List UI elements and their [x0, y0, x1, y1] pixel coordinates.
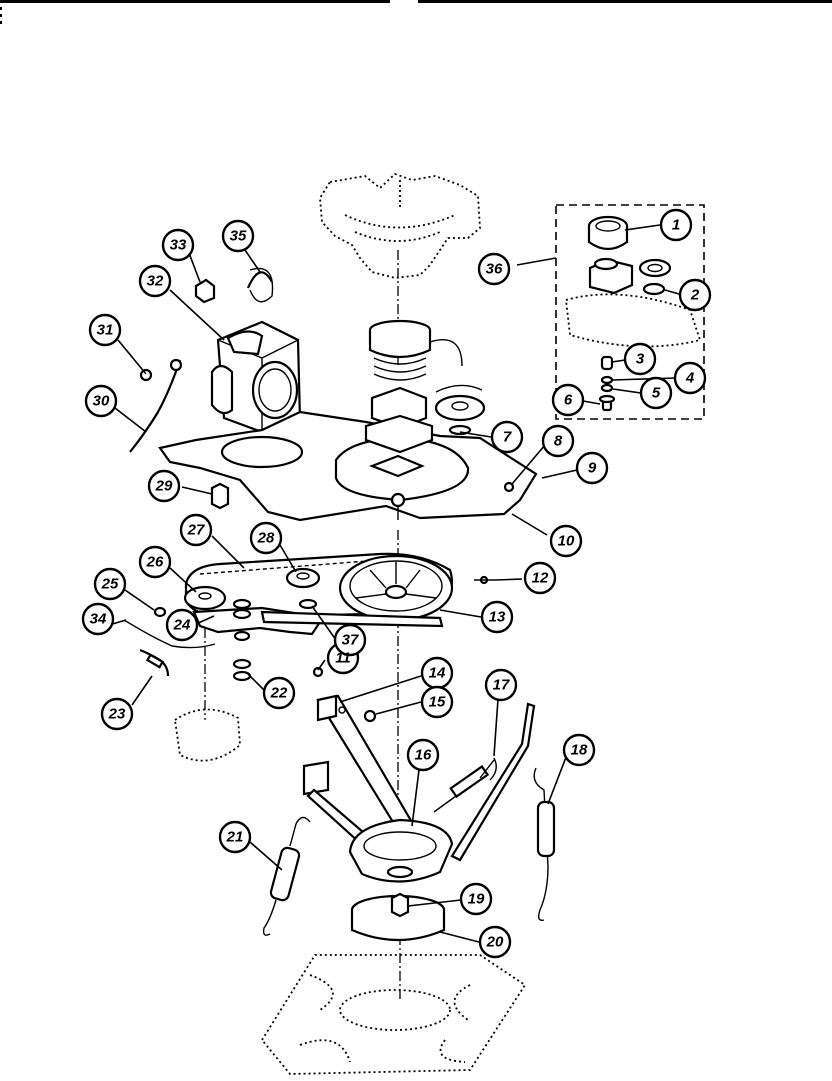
motor-pulley-assembly	[123, 575, 496, 682]
callout-label-23: 23	[108, 706, 126, 723]
callout-label-7: 7	[503, 429, 512, 446]
callout-35	[221, 219, 255, 253]
callout-label-12: 12	[532, 570, 549, 587]
callout-32	[138, 264, 172, 298]
base-plate	[158, 410, 538, 522]
brake-drum	[350, 892, 446, 942]
callout-label-18: 18	[571, 742, 588, 759]
callout-label-33: 33	[170, 237, 187, 254]
callout-label-35: 35	[230, 228, 247, 245]
callout-24	[165, 608, 199, 642]
callout-labels: 1 2 3 4 5 6 7 8 9 10 11 12 13 14 15 16 1…	[90, 217, 700, 951]
top-border	[0, 0, 832, 24]
callout-22	[262, 676, 296, 710]
callout-34	[81, 602, 115, 636]
callout-13	[480, 600, 514, 634]
callout-label-15: 15	[429, 694, 446, 711]
callout-label-20: 20	[486, 934, 504, 951]
callout-18	[562, 733, 596, 767]
callout-label-26: 26	[146, 554, 164, 571]
callouts	[81, 208, 712, 959]
clip-and-clamp	[194, 267, 274, 304]
transmission-housing-outline	[319, 172, 481, 279]
callout-label-37: 37	[342, 632, 359, 649]
callout-label-5: 5	[652, 385, 661, 402]
callout-29	[147, 469, 181, 503]
callout-36	[477, 252, 511, 286]
callout-27	[179, 513, 213, 547]
suspension-frame	[302, 694, 536, 883]
callout-label-16: 16	[415, 747, 432, 764]
callout-label-11: 11	[335, 650, 351, 667]
callout-7	[490, 420, 524, 454]
callout-30	[84, 384, 118, 418]
callout-21	[218, 820, 252, 854]
callout-5	[639, 376, 673, 410]
callout-37	[333, 623, 367, 657]
callout-20	[478, 925, 512, 959]
callout-label-8: 8	[554, 433, 563, 450]
callout-23	[100, 697, 134, 731]
callout-6	[551, 383, 585, 417]
callout-25	[93, 567, 127, 601]
callout-label-21: 21	[226, 829, 244, 846]
callout-15	[420, 685, 454, 719]
pump-outline	[174, 708, 241, 762]
callout-31	[88, 313, 122, 347]
kit-box	[555, 204, 705, 420]
callout-label-10: 10	[558, 533, 575, 550]
standoff	[210, 482, 230, 510]
callout-label-6: 6	[564, 392, 573, 409]
callout-label-24: 24	[173, 617, 191, 634]
callout-label-36: 36	[486, 261, 503, 278]
leader-lines	[108, 224, 680, 943]
callout-1	[659, 208, 693, 242]
callout-12	[523, 561, 557, 595]
callout-label-1: 1	[672, 217, 680, 234]
callout-label-19: 19	[468, 891, 485, 908]
callout-label-32: 32	[147, 273, 164, 290]
callout-label-22: 22	[270, 685, 288, 702]
callout-label-25: 25	[101, 576, 119, 593]
callout-2	[678, 278, 712, 312]
callout-label-13: 13	[489, 609, 506, 626]
transmission-pulley	[338, 554, 454, 622]
springs	[262, 757, 556, 936]
callout-26	[138, 545, 172, 579]
callout-label-3: 3	[636, 351, 645, 368]
transmission-parts	[364, 319, 486, 454]
callout-28	[249, 521, 283, 555]
callout-9	[575, 451, 609, 485]
callout-19	[459, 882, 493, 916]
motor	[210, 320, 302, 450]
callout-label-30: 30	[93, 393, 110, 410]
callout-label-28: 28	[257, 530, 275, 547]
callout-16	[406, 738, 440, 772]
base-plate-outline	[260, 954, 527, 1075]
wire-harness	[129, 358, 183, 453]
callout-3	[623, 342, 657, 376]
callout-33	[161, 228, 195, 262]
callout-10	[549, 524, 583, 558]
callout-8	[541, 424, 575, 458]
callout-label-2: 2	[690, 287, 700, 304]
callout-label-9: 9	[588, 460, 597, 477]
callout-label-31: 31	[97, 322, 114, 339]
callout-label-14: 14	[429, 665, 446, 682]
idler-pulley	[285, 567, 321, 610]
callout-17	[484, 668, 518, 702]
callout-label-27: 27	[187, 522, 205, 539]
callout-label-29: 29	[155, 478, 173, 495]
callout-label-34: 34	[90, 611, 107, 628]
callout-label-17: 17	[493, 677, 510, 694]
callout-label-4: 4	[685, 370, 695, 387]
callout-4	[673, 361, 707, 395]
